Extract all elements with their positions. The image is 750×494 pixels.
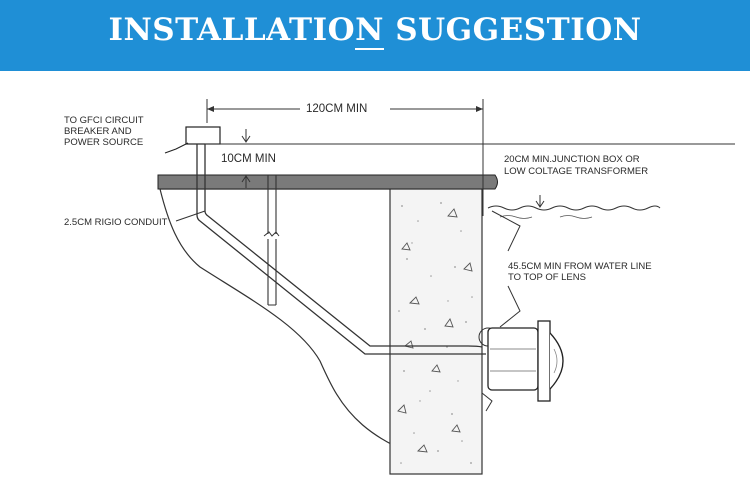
junction-box bbox=[185, 126, 221, 145]
gfci-label-line2: BREAKER AND bbox=[64, 126, 132, 137]
dim-10-arrow-up bbox=[241, 175, 251, 188]
header-banner: INSTALLATION SUGGESTION bbox=[0, 0, 750, 71]
gfci-label-line3: POWER SOURCE bbox=[64, 137, 143, 148]
dim-water-arrow bbox=[535, 195, 545, 208]
dim-120-label: 120CM MIN bbox=[306, 103, 367, 115]
water-line-2 bbox=[499, 215, 593, 219]
junction-label-line1: 20CM MIN.JUNCTION BOX OR bbox=[504, 154, 640, 165]
dim-120-arrow-left bbox=[207, 106, 214, 112]
conduit-leader bbox=[175, 210, 206, 222]
pool-wall bbox=[389, 188, 483, 475]
lens-highlight bbox=[553, 348, 558, 374]
dim-120-arrow-right bbox=[476, 106, 483, 112]
dim-10-arrow-down bbox=[241, 129, 251, 143]
water-label-line2: TO TOP OF LENS bbox=[508, 272, 586, 283]
water-line bbox=[487, 205, 661, 211]
junction-label-line2: LOW COLTAGE TRANSFORMER bbox=[504, 166, 648, 177]
installation-diagram: 120CM MIN 10CM MIN TO GFCI CIRCUIT BREAK… bbox=[64, 99, 735, 475]
concrete-speckles bbox=[398, 202, 473, 464]
light-housing-detail bbox=[490, 348, 536, 372]
wall-crack bbox=[481, 392, 493, 412]
conduit-pipe bbox=[196, 144, 486, 355]
gfci-label-line1: TO GFCI CIRCUIT bbox=[64, 115, 144, 126]
light-lens bbox=[549, 332, 564, 390]
power-lead bbox=[164, 142, 189, 154]
dim-10-label: 10CM MIN bbox=[221, 153, 276, 165]
water-leader-lower bbox=[499, 285, 521, 328]
post-pipe bbox=[267, 175, 277, 306]
water-label-line1: 45.5CM MIN FROM WATER LINE bbox=[508, 261, 652, 272]
page-title: INSTALLATION SUGGESTION bbox=[108, 12, 642, 50]
light-housing bbox=[487, 327, 539, 391]
conduit-pipe-inner bbox=[204, 144, 483, 348]
concrete-aggregate bbox=[397, 208, 473, 453]
light-rim bbox=[537, 320, 551, 402]
pool-deck bbox=[157, 174, 498, 190]
post-break bbox=[263, 231, 280, 237]
conduit-label: 2.5CM RIGIO CONDUIT bbox=[64, 217, 168, 228]
water-leader bbox=[491, 210, 521, 252]
